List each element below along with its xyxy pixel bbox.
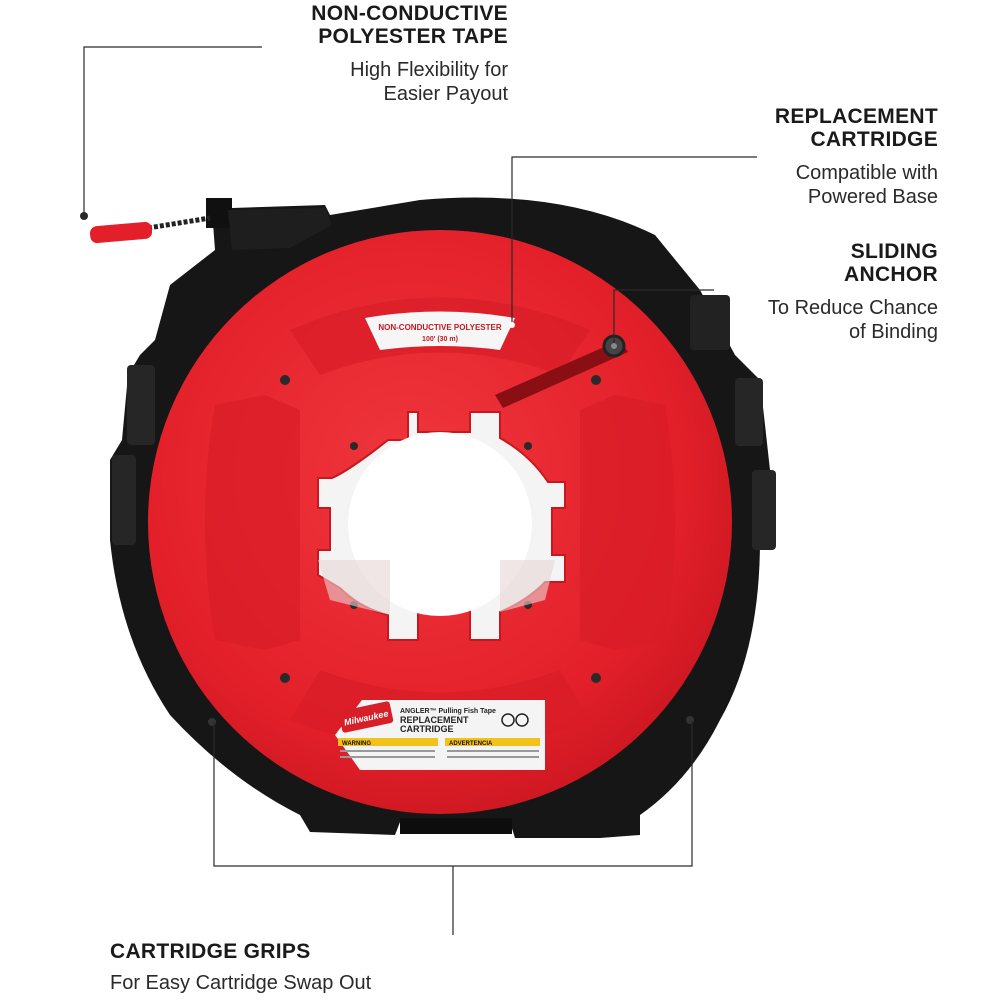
callout-cartridge: REPLACEMENT CARTRIDGE Compatible with Po… bbox=[660, 105, 938, 209]
callout-tape-title: NON-CONDUCTIVE POLYESTER TAPE bbox=[311, 2, 508, 48]
callout-tape: NON-CONDUCTIVE POLYESTER TAPE High Flexi… bbox=[250, 2, 508, 106]
fish-tape-end bbox=[80, 212, 211, 244]
label-warning: WARNING bbox=[342, 741, 371, 747]
label-line3: CARTRIDGE bbox=[400, 724, 454, 734]
center-hub-opening bbox=[317, 411, 566, 641]
label-line2: REPLACEMENT bbox=[400, 715, 469, 725]
top-label-plate: NON-CONDUCTIVE POLYESTER 100' (30 m) bbox=[365, 311, 515, 350]
label-line1: ANGLER™ Pulling Fish Tape bbox=[400, 708, 496, 715]
top-label-line1: NON-CONDUCTIVE POLYESTER bbox=[378, 323, 501, 332]
callout-anchor-title: SLIDING ANCHOR bbox=[844, 240, 938, 286]
label-advertencia: ADVERTENCIA bbox=[449, 741, 493, 747]
callout-cartridge-desc: Compatible with Powered Base bbox=[795, 162, 938, 208]
callout-grips-title: CARTRIDGE GRIPS bbox=[110, 940, 311, 963]
callout-grips: CARTRIDGE GRIPS For Easy Cartridge Swap … bbox=[110, 940, 610, 995]
callout-anchor-desc: To Reduce Chance of Binding bbox=[767, 297, 938, 343]
bottom-product-label: Milwaukee ANGLER™ Pulling Fish Tape REPL… bbox=[335, 700, 545, 770]
callout-tape-desc: High Flexibility for Easier Payout bbox=[350, 59, 508, 105]
callout-cartridge-title: REPLACEMENT CARTRIDGE bbox=[774, 105, 938, 151]
callout-grips-desc: For Easy Cartridge Swap Out bbox=[110, 972, 372, 994]
callout-anchor: SLIDING ANCHOR To Reduce Chance of Bindi… bbox=[660, 240, 938, 344]
leader-lines bbox=[83, 46, 757, 935]
top-label-line2: 100' (30 m) bbox=[422, 336, 458, 343]
